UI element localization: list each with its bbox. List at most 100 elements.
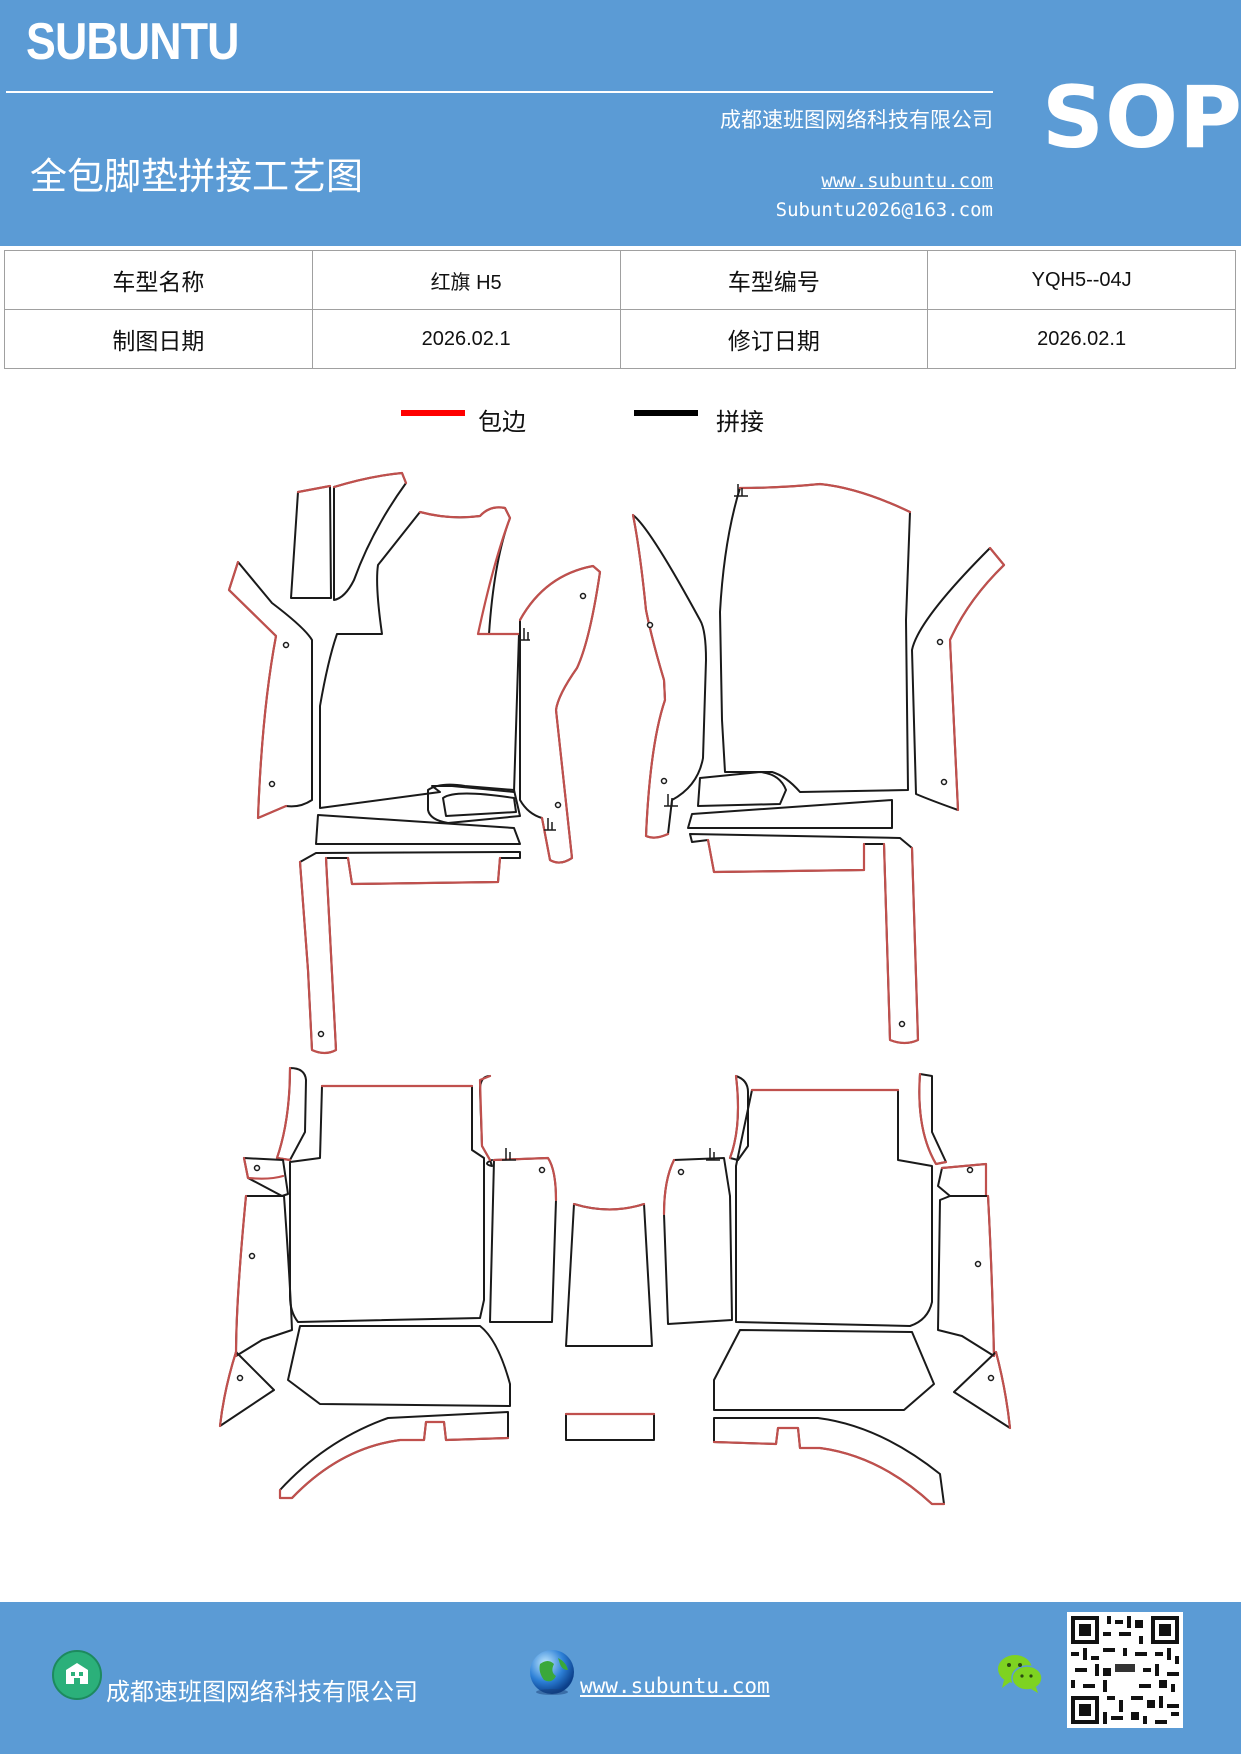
table-row: 制图日期 2026.02.1 修订日期 2026.02.1 [4, 309, 1236, 369]
mat-piece [948, 546, 1006, 812]
mat-piece [937, 1195, 995, 1357]
stop-mark [664, 794, 678, 807]
vehicle-info-table: 车型名称 红旗 H5 车型编号 YQH5--04J 制图日期 2026.02.1… [4, 250, 1236, 369]
legend-label-seam: 拼接 [716, 408, 764, 436]
mat-piece [287, 1325, 511, 1407]
snap-hole [317, 1030, 325, 1038]
wechat-icon[interactable] [996, 1652, 1044, 1694]
mat-piece [706, 838, 920, 1045]
revision-date-value: 2026.02.1 [927, 309, 1236, 369]
brand-logo: SUBUNTU [26, 13, 239, 71]
model-code-value: YQH5--04J [927, 250, 1236, 310]
stop-mark [502, 1148, 516, 1161]
stop-mark [734, 484, 748, 497]
footer-website-link[interactable]: www.subuntu.com [580, 1674, 770, 1698]
mat-piece [296, 484, 332, 494]
snap-hole [554, 801, 562, 809]
globe-icon [530, 1650, 574, 1695]
model-name-label: 车型名称 [4, 250, 313, 310]
mat-piece [986, 1194, 996, 1358]
mat-piece [519, 565, 601, 864]
mat-piece [662, 1158, 676, 1216]
mat-piece [565, 1203, 653, 1347]
snap-hole [660, 777, 668, 785]
sop-label: SOP [1042, 68, 1241, 168]
mat-piece [332, 471, 408, 489]
mat-piece [234, 1194, 248, 1358]
mat-piece [994, 1350, 1012, 1430]
mat-piece [572, 1202, 646, 1211]
mat-piece [315, 814, 521, 845]
header-email: Subuntu2026@163.com [775, 199, 993, 221]
mat-piece [218, 1350, 238, 1428]
mat-piece [632, 514, 707, 839]
page-title: 全包脚垫拼接工艺图 [30, 155, 363, 198]
mat-piece [427, 783, 521, 824]
mat-piece [418, 506, 521, 636]
legend-swatch-seam [634, 410, 698, 416]
mat-piece [492, 1156, 558, 1202]
snap-hole [248, 1252, 256, 1260]
mat-piece [728, 1074, 740, 1160]
draw-date-label: 制图日期 [4, 309, 313, 369]
mat-piece [918, 1073, 947, 1165]
snap-hole [538, 1166, 546, 1174]
model-name-value: 红旗 H5 [311, 250, 621, 310]
mat-piece [442, 792, 517, 817]
snap-hole [268, 780, 276, 788]
stop-mark [544, 818, 556, 831]
mat-piece [242, 1156, 285, 1180]
mat-piece [713, 1417, 945, 1505]
model-code-label: 车型编号 [619, 250, 929, 310]
snap-hole [579, 592, 587, 600]
mat-piece [279, 1411, 509, 1499]
floor-mat-drawing [218, 471, 1012, 1506]
snap-hole [282, 641, 290, 649]
snap-hole [898, 1020, 906, 1028]
snap-hole [677, 1168, 685, 1176]
legend-label-edge: 包边 [478, 408, 526, 436]
mat-piece [518, 564, 602, 864]
revision-date-label: 修订日期 [619, 309, 929, 369]
mat-piece [719, 483, 911, 793]
mat-piece [911, 547, 1005, 811]
snap-hole [966, 1166, 974, 1174]
mat-piece [953, 1351, 1011, 1429]
mat-piece [940, 1162, 988, 1198]
mat-piece [478, 1074, 492, 1162]
mat-piece [631, 513, 670, 839]
mat-piece [663, 1157, 733, 1325]
snap-hole [236, 1374, 244, 1382]
building-icon [52, 1650, 102, 1700]
mat-piece [227, 560, 288, 820]
mat-piece [713, 1329, 935, 1411]
mat-piece [333, 472, 407, 601]
mat-piece [319, 506, 520, 809]
mat-piece [735, 1089, 933, 1327]
mat-piece [290, 485, 332, 599]
mat-piece [712, 1426, 946, 1506]
footer-banner: 成都速班图网络科技有限公司 www.subuntu.com [0, 1602, 1241, 1754]
snap-hole [936, 638, 944, 646]
table-row: 车型名称 红旗 H5 车型编号 YQH5--04J [4, 250, 1236, 310]
header-website-link[interactable]: www.subuntu.com [821, 170, 993, 192]
snap-hole [940, 778, 948, 786]
stop-mark [520, 628, 530, 641]
mat-piece [687, 799, 893, 829]
mat-piece [697, 771, 787, 807]
header-banner: SUBUNTU SOP 成都速班图网络科技有限公司 全包脚垫拼接工艺图 www.… [0, 0, 1241, 246]
mat-piece [489, 1157, 557, 1323]
footer-company: 成都速班图网络科技有限公司 [106, 1678, 418, 1706]
mat-piece [298, 856, 502, 1055]
snap-hole [987, 1374, 995, 1382]
stop-mark [706, 1148, 720, 1161]
mat-piece [219, 1351, 275, 1427]
mat-piece [565, 1413, 655, 1441]
header-divider [6, 91, 993, 93]
mat-piece [228, 561, 313, 819]
legend-swatch-edge [401, 410, 465, 416]
mat-piece [289, 1085, 485, 1323]
snap-hole [253, 1164, 261, 1172]
mat-piece [918, 1072, 948, 1166]
snap-hole [646, 621, 654, 629]
